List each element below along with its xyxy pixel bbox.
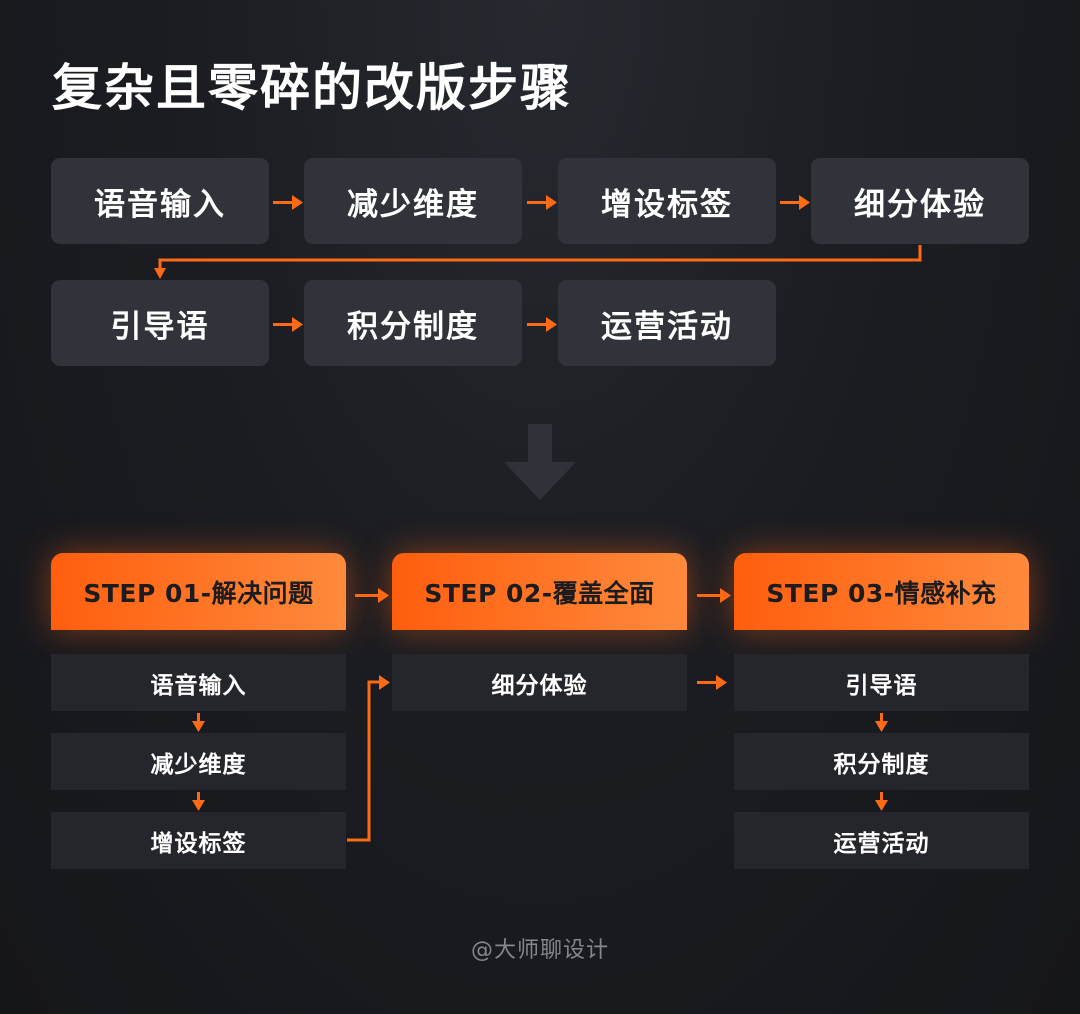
flow-box-segment-experience: 细分体验	[811, 158, 1029, 244]
flow-box-voice-input: 语音输入	[51, 158, 269, 244]
step3-item-points-system: 积分制度	[734, 733, 1029, 790]
arrow-down-icon	[192, 792, 205, 811]
step3-item-operations: 运营活动	[734, 812, 1029, 869]
arrow-right-icon	[273, 317, 303, 332]
arrow-right-icon	[697, 675, 727, 690]
step-header-03: STEP 03-情感补充	[734, 553, 1029, 630]
flow-box-guidance: 引导语	[51, 280, 269, 366]
arrow-right-icon	[697, 588, 731, 603]
flow-box-points-system: 积分制度	[304, 280, 522, 366]
step1-item-reduce-dimension: 减少维度	[51, 733, 346, 790]
arrow-down-icon	[875, 713, 888, 732]
author-credit: @大师聊设计	[470, 938, 609, 963]
arrow-right-icon	[273, 195, 303, 210]
wrap-connector	[154, 245, 922, 279]
flow-box-add-tags: 增设标签	[558, 158, 776, 244]
arrow-right-icon	[527, 317, 557, 332]
step1-item-voice-input: 语音输入	[51, 654, 346, 711]
step3-item-guidance: 引导语	[734, 654, 1029, 711]
arrow-right-icon	[527, 195, 557, 210]
step1-item-add-tags: 增设标签	[51, 812, 346, 869]
step-header-02: STEP 02-覆盖全面	[392, 553, 687, 630]
step2-item-segment-experience: 细分体验	[392, 654, 687, 711]
arrow-down-icon	[192, 713, 205, 732]
arrow-right-icon	[780, 195, 810, 210]
flow-box-reduce-dimension: 减少维度	[304, 158, 522, 244]
page-title: 复杂且零碎的改版步骤	[52, 59, 572, 117]
flow-box-operations: 运营活动	[558, 280, 776, 366]
arrow-right-icon	[355, 588, 389, 603]
transition-arrow-icon	[504, 424, 576, 500]
arrow-down-icon	[875, 792, 888, 811]
step-header-01: STEP 01-解决问题	[51, 553, 346, 630]
elbow-connector	[347, 675, 390, 842]
